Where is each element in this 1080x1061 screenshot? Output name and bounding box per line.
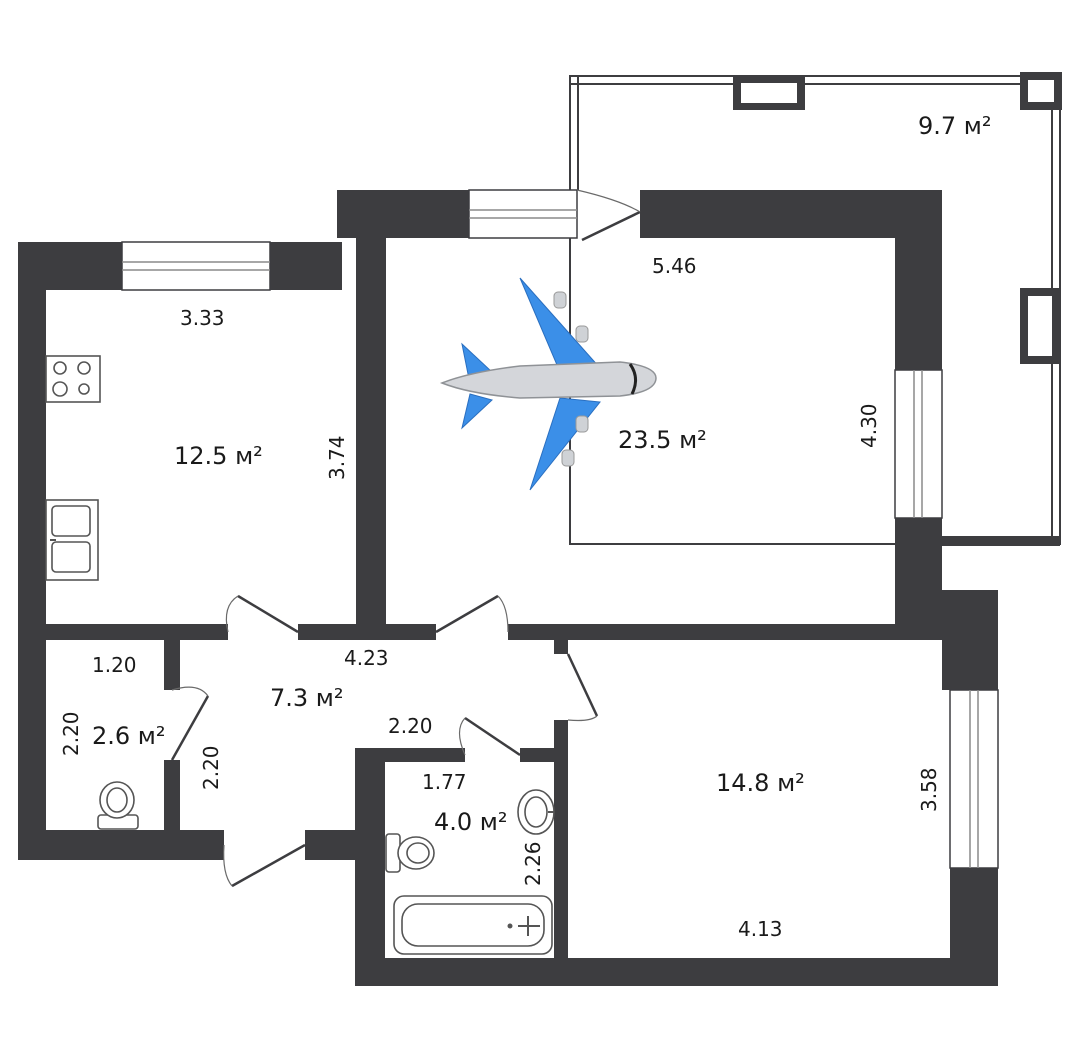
balcony-area: 9.7 м² [918,112,992,140]
bathroom-depth: 2.26 [521,841,545,886]
doors [170,189,641,888]
bedroom-window [949,689,999,869]
kitchen-window [121,241,271,291]
kitchen-width: 3.33 [180,306,225,330]
hallway-side: 2.20 [199,745,223,790]
hallway-depth: 2.20 [388,714,433,738]
windows [121,189,999,869]
bedroom-depth: 3.58 [917,767,941,812]
bathroom-width: 1.77 [422,770,467,794]
kitchen-sink [45,499,99,581]
stove [45,355,101,403]
toilet-depth: 2.20 [59,711,83,756]
bathroom-door [458,716,521,757]
toilet-bowl [97,781,139,830]
toilet-door [170,686,210,761]
living-area: 23.5 м² [618,426,707,454]
kitchen-area: 12.5 м² [174,442,263,470]
toilet-width: 1.20 [92,653,137,677]
kitchen-door [225,594,299,634]
toilet-area: 2.6 м² [92,722,166,750]
hallway-width: 4.23 [344,646,389,670]
living-window-top [468,189,578,239]
living-window-right [894,369,943,519]
bedroom-width: 4.13 [738,917,783,941]
bedroom-area: 14.8 м² [716,769,805,797]
bedroom-door [566,653,599,722]
bathroom-toilet [385,833,435,873]
balcony [569,72,1062,546]
living-depth: 4.30 [857,403,881,448]
kitchen-depth: 3.74 [325,435,349,480]
living-door [435,594,509,634]
balcony-outline [569,75,1061,545]
airplane-icon [439,277,657,491]
entrance-door [223,843,306,888]
wash-basin [517,789,555,835]
bathtub [393,895,553,955]
balcony-bottom-wall [940,536,1060,546]
bathroom-area: 4.0 м² [434,808,508,836]
walls [18,190,998,986]
balcony-door [576,189,641,242]
labels: 9.7 м² 5.46 23.5 м² 4.30 3.33 12.5 м² 3.… [59,112,992,941]
living-width: 5.46 [652,254,697,278]
hallway-area: 7.3 м² [270,684,344,712]
